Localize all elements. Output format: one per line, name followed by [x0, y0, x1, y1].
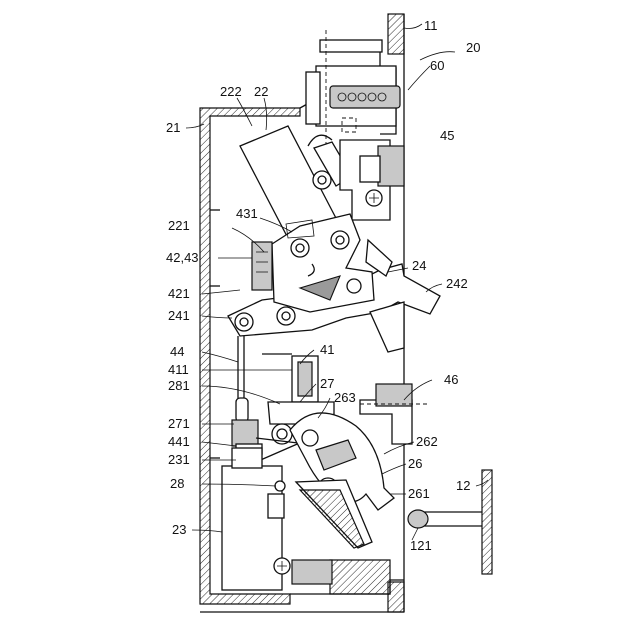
- label-45: 45: [440, 128, 454, 143]
- rotor-26: [290, 413, 394, 548]
- label-222: 222: [220, 84, 242, 99]
- label-431: 431: [236, 206, 258, 221]
- block-41: [262, 354, 318, 402]
- label-121: 121: [410, 538, 432, 553]
- label-20: 20: [466, 40, 480, 55]
- label-262: 262: [416, 434, 438, 449]
- label-281: 281: [168, 378, 190, 393]
- label-261: 261: [408, 486, 430, 501]
- label-27: 27: [320, 376, 334, 391]
- label-23: 23: [172, 522, 186, 537]
- label-44: 44: [170, 344, 184, 359]
- label-231: 231: [168, 452, 190, 467]
- label-41: 41: [320, 342, 334, 357]
- label-60: 60: [430, 58, 444, 73]
- label-242: 242: [446, 276, 468, 291]
- label-24: 24: [412, 258, 426, 273]
- label-263: 263: [334, 390, 356, 405]
- label-46: 46: [444, 372, 458, 387]
- label-22: 22: [254, 84, 268, 99]
- label-441: 441: [168, 434, 190, 449]
- label-26: 26: [408, 456, 422, 471]
- label-411: 411: [168, 362, 189, 377]
- label-271: 271: [168, 416, 190, 431]
- bracket-45: [340, 140, 404, 220]
- label-12: 12: [456, 478, 470, 493]
- lock-cylinder: [306, 30, 400, 150]
- label-421: 421: [168, 286, 190, 301]
- label-21: 21: [166, 120, 180, 135]
- label-221: 221: [168, 218, 190, 233]
- label-28: 28: [170, 476, 184, 491]
- label-11: 11: [424, 18, 438, 33]
- label-42-43: 42,43: [166, 250, 199, 265]
- label-241: 241: [168, 308, 190, 323]
